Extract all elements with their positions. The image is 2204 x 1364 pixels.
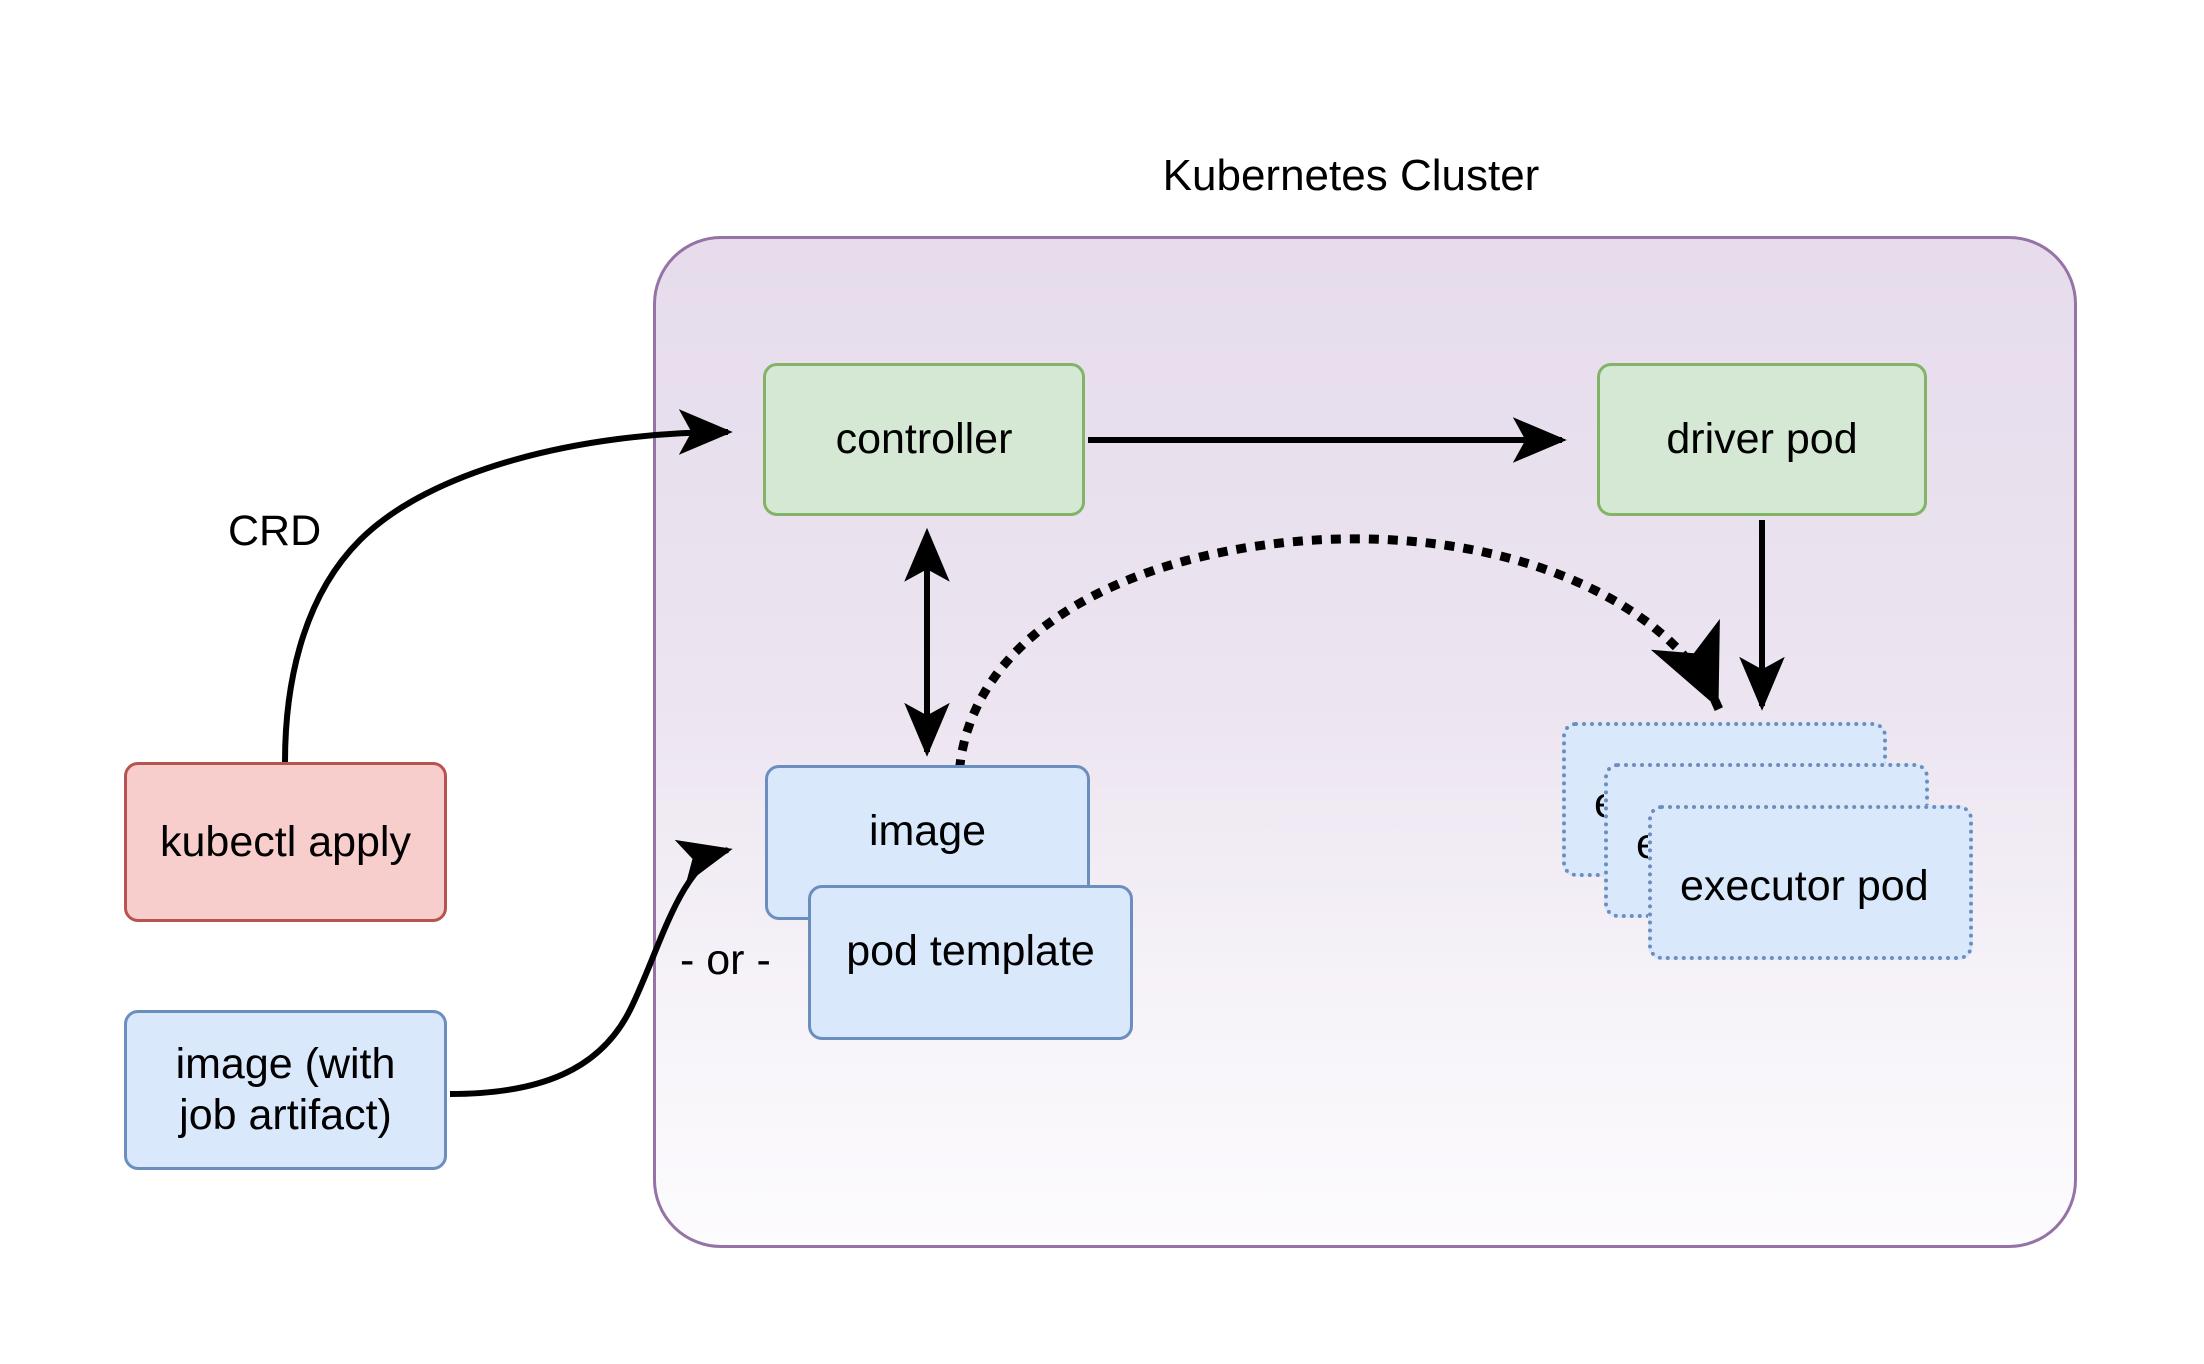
node-image-with-job-artifact[interactable]: image (with job artifact)	[124, 1010, 447, 1170]
node-image-artifact-label-line1: image (with	[175, 1040, 396, 1089]
edge-label-crd: CRD	[228, 507, 322, 555]
edge-label-or: - or -	[680, 936, 771, 984]
node-executor-pod-front[interactable]: executor pod	[1648, 805, 1973, 960]
node-pod-template-label: pod template	[846, 927, 1095, 975]
cluster-title: Kubernetes Cluster	[1162, 151, 1540, 201]
node-kubectl-apply-label: kubectl apply	[160, 817, 411, 866]
node-executor-pod-front-label: executor pod	[1680, 862, 1929, 910]
node-controller[interactable]: controller	[763, 363, 1085, 516]
node-driver-pod[interactable]: driver pod	[1597, 363, 1927, 516]
node-pod-template[interactable]: pod template	[808, 885, 1133, 1040]
node-kubectl-apply[interactable]: kubectl apply	[124, 762, 447, 922]
node-driver-pod-label: driver pod	[1666, 415, 1858, 464]
node-image-artifact-label-line2: job artifact)	[179, 1091, 392, 1139]
node-controller-label: controller	[835, 415, 1013, 464]
node-image-label: image	[868, 807, 987, 855]
